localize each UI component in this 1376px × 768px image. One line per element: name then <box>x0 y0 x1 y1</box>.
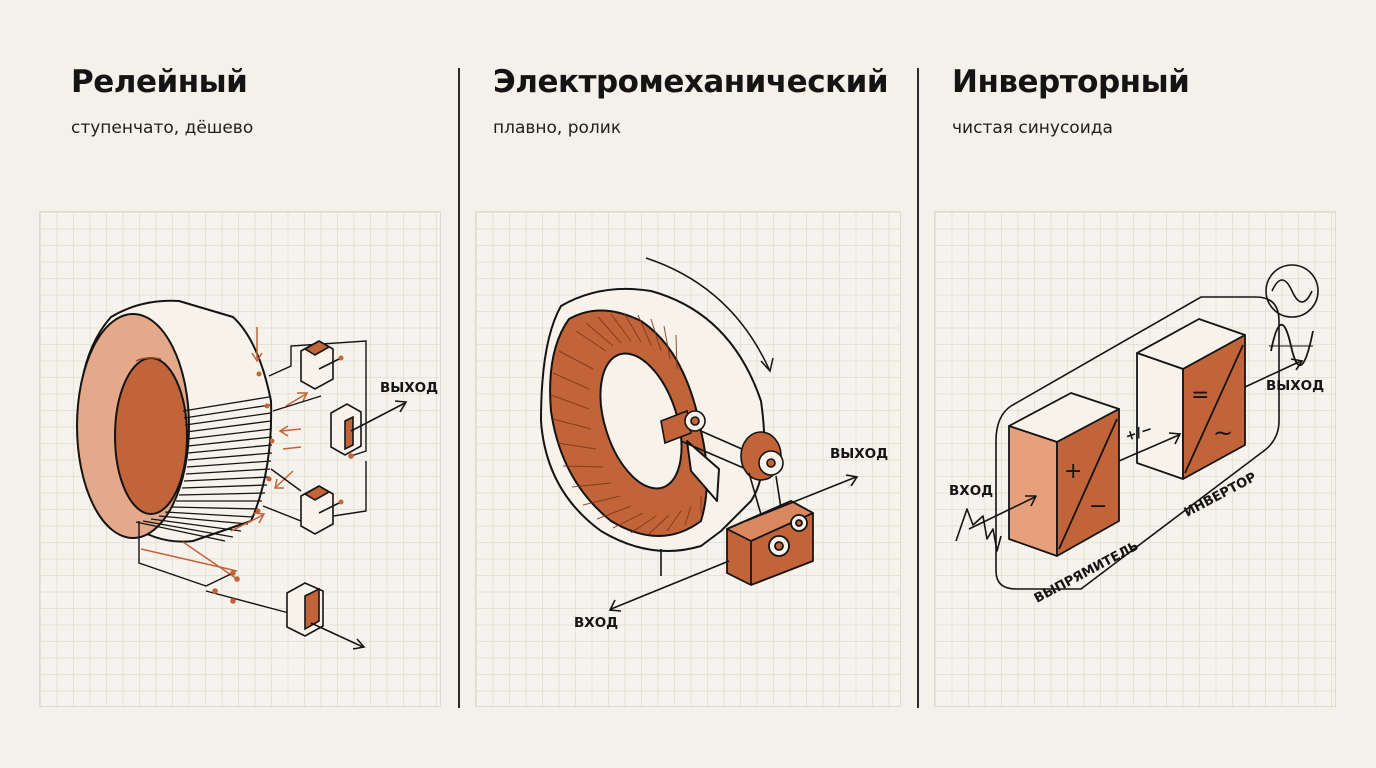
electromech-diagram: ВЫХОД ВХОД <box>540 257 888 631</box>
inverter-block <box>1136 318 1246 480</box>
inverter-label: ИНВЕРТОР <box>1182 470 1259 521</box>
electromech-input-label: ВХОД <box>574 615 618 631</box>
electromech-panel: ВЫХОД ВХОД <box>475 211 901 707</box>
inverter-panel: + − = ~ ВХОД ВЫХОД <box>934 211 1336 707</box>
rectifier-block <box>1008 392 1120 557</box>
divider-2 <box>917 68 919 708</box>
motor-box <box>726 500 814 586</box>
relay-diagram: ВЫХОД <box>76 299 438 650</box>
rotation-arrow <box>645 257 774 373</box>
input-waveform <box>955 495 1037 552</box>
relay-output-arrow <box>310 400 408 650</box>
relay-toroid <box>76 299 273 543</box>
electromech-output-label: ВЫХОД <box>830 446 888 462</box>
relay-taps <box>255 371 275 514</box>
rectifier-plus: + <box>1064 459 1082 484</box>
rectifier-minus: − <box>1089 494 1107 519</box>
relay-panel: ВЫХОД <box>39 211 441 707</box>
electromech-io-arrows <box>608 474 859 612</box>
relay-switch-3 <box>300 485 344 535</box>
inverter-tilde: ~ <box>1213 419 1233 447</box>
electromech-winding <box>550 312 702 535</box>
dc-arrow <box>1118 432 1182 462</box>
inverter-eq: = <box>1191 383 1209 408</box>
electromech-subtitle: плавно, ролик <box>493 118 622 138</box>
inverter-housing <box>995 296 1280 590</box>
sine-wave-output <box>1269 323 1314 367</box>
inverter-output-label: ВЫХОД <box>1266 378 1324 394</box>
relay-switch-4 <box>286 582 324 637</box>
divider-1 <box>458 68 460 708</box>
relay-contact-dots <box>212 453 354 604</box>
inverter-diagram: + − = ~ ВХОД ВЫХОД <box>949 264 1324 607</box>
relay-switch-2 <box>330 403 362 456</box>
relay-output-label: ВЫХОД <box>380 380 438 396</box>
inverter-title: Инверторный <box>952 64 1190 100</box>
electromech-title: Электромеханический <box>493 64 889 100</box>
pulley <box>740 431 784 481</box>
electromech-toroid <box>540 287 766 552</box>
inverter-input-label: ВХОД <box>949 483 993 499</box>
relay-winding <box>135 396 273 542</box>
relay-subtitle: ступенчато, дёшево <box>71 118 254 138</box>
inverter-subtitle: чистая синусоида <box>952 118 1113 138</box>
sine-icon <box>1265 264 1319 318</box>
relay-title: Релейный <box>71 64 248 100</box>
relay-switch-1 <box>300 340 344 390</box>
